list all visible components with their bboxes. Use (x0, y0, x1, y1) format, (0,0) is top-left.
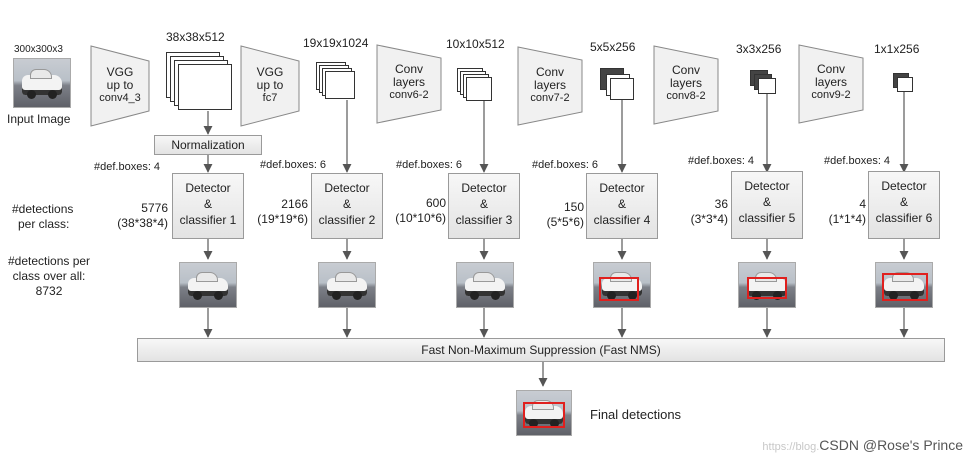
detector-box-6: Detector&classifier 6 (868, 171, 940, 239)
feature-map-1-label: 38x38x512 (166, 30, 225, 44)
input-size-label: 300x300x3 (14, 44, 63, 55)
detection-count-5: 36(3*3*4) (690, 197, 728, 226)
detection-bbox (599, 277, 639, 301)
final-bbox (523, 402, 565, 428)
detector-box-4: Detector&classifier 4 (586, 173, 658, 239)
detection-count-2: 2166(19*19*6) (257, 197, 308, 226)
feature-map-2-label: 19x19x1024 (303, 36, 369, 50)
detector-box-1: Detector&classifier 1 (172, 173, 244, 239)
detection-count-4: 150(5*5*6) (546, 200, 584, 229)
conv7-block (517, 46, 583, 126)
detector-box-5: Detector&classifier 5 (731, 171, 803, 239)
detection-count-1: 5776(38*38*4) (117, 201, 168, 230)
detections-overall-label: #detections per class over all: 8732 (8, 254, 91, 298)
nms-box: Fast Non-Maximum Suppression (Fast NMS) (137, 338, 945, 362)
vgg-fc7-block (240, 45, 300, 127)
detections-per-class-label: #detections per class: (12, 202, 74, 231)
detection-image-1 (179, 262, 237, 308)
input-image-caption: Input Image (7, 112, 71, 126)
final-detections-label: Final detections (590, 407, 682, 422)
detection-bbox (882, 273, 928, 301)
def-boxes-6: #def.boxes: 4 (824, 155, 891, 167)
detection-count-3: 600(10*10*6) (395, 196, 446, 225)
def-boxes-5: #def.boxes: 4 (688, 155, 755, 167)
detection-bbox (747, 277, 787, 299)
conv8-block (653, 45, 719, 125)
feature-map-5-label: 3x3x256 (736, 42, 782, 56)
def-boxes-4: #def.boxes: 6 (532, 159, 599, 171)
detection-image-2 (318, 262, 376, 308)
def-boxes-3: #def.boxes: 6 (396, 159, 463, 171)
detection-image-4 (593, 262, 651, 308)
feature-map-6-label: 1x1x256 (874, 42, 920, 56)
def-boxes-1: #def.boxes: 4 (94, 161, 161, 173)
feature-map-4-label: 5x5x256 (590, 40, 636, 54)
vgg-conv4-block (90, 45, 150, 127)
detector-box-2: Detector&classifier 2 (311, 173, 383, 239)
conv6-block (376, 44, 442, 124)
detection-image-3 (456, 262, 514, 308)
detection-image-6 (875, 262, 933, 308)
detector-box-3: Detector&classifier 3 (448, 173, 520, 239)
normalization-box: Normalization (154, 135, 262, 155)
feature-map-3-label: 10x10x512 (446, 37, 505, 51)
watermark: https://blog.CSDN @Rose's Prince (762, 437, 963, 453)
input-image (13, 58, 71, 108)
final-detection-image (516, 390, 572, 436)
detection-count-6: 4(1*1*4) (828, 197, 866, 226)
def-boxes-2: #def.boxes: 6 (260, 159, 327, 171)
conv9-block (798, 44, 864, 124)
detection-image-5 (738, 262, 796, 308)
